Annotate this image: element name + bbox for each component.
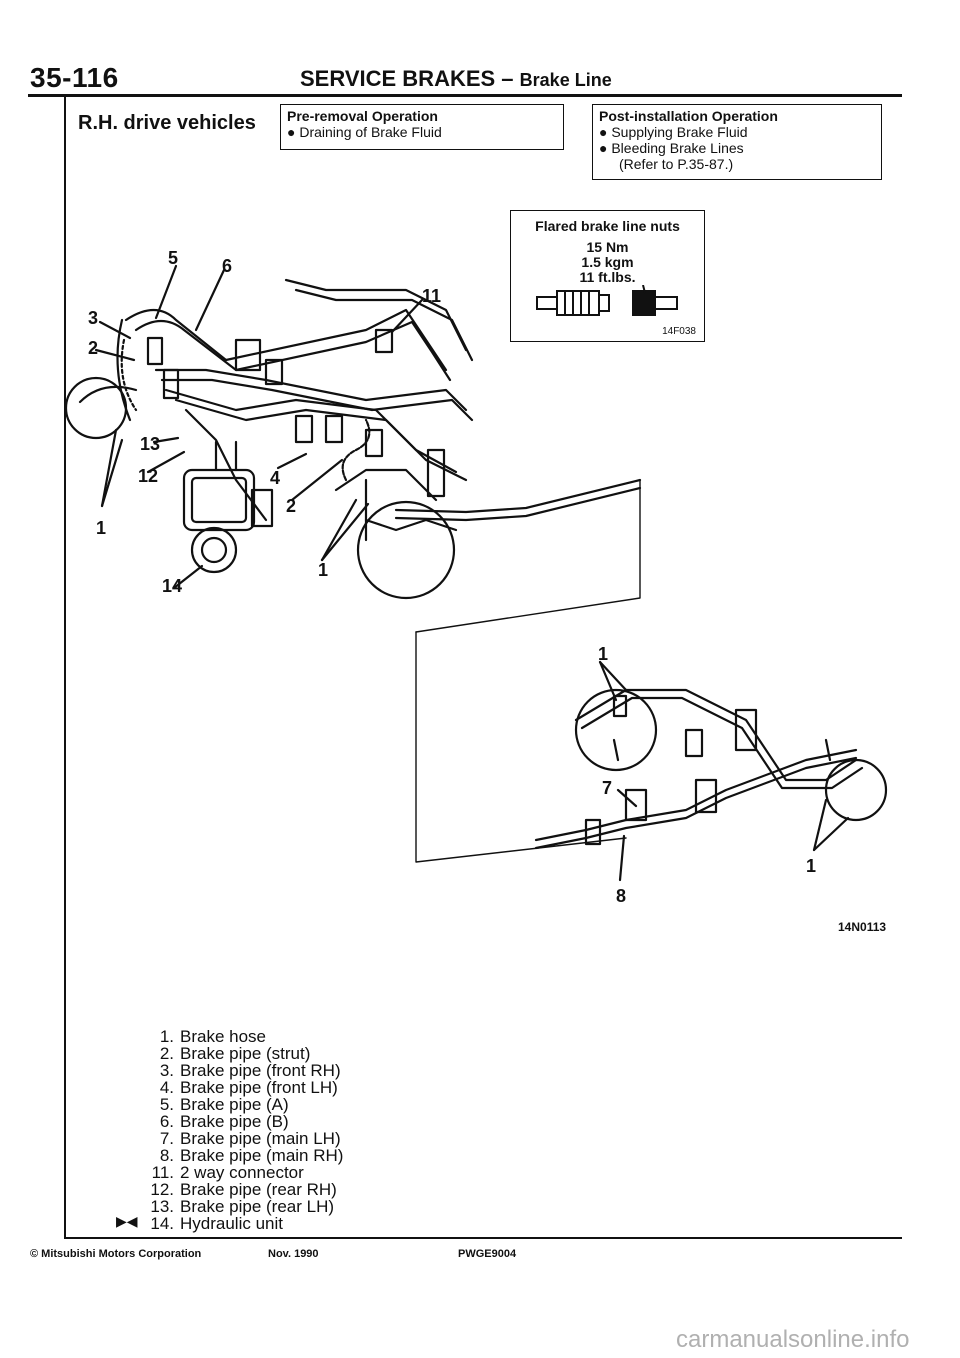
legend-item: 4. Brake pipe (front LH) <box>148 1079 343 1096</box>
page-number: 35-116 <box>30 62 119 93</box>
callout-2: 2 <box>286 496 296 516</box>
callout-12: 12 <box>138 466 158 486</box>
legend-item: 8. Brake pipe (main RH) <box>148 1146 344 1165</box>
bottom-rule <box>64 1237 902 1239</box>
legend-number: 12. <box>150 1180 174 1199</box>
legend-text: Brake hose <box>180 1027 266 1046</box>
footer-date: Nov. 1990 <box>268 1248 319 1260</box>
torque-spec-title: Flared brake line nuts <box>535 218 680 234</box>
footer-code: PWGE9004 <box>458 1248 517 1260</box>
callout-2: 2 <box>88 338 98 358</box>
section-title: SERVICE BRAKES – Brake Line <box>300 66 612 92</box>
watermark: carmanualsonline.info <box>676 1326 910 1353</box>
legend-item: 3. Brake pipe (front RH) <box>148 1062 343 1079</box>
legend-number: 6. <box>159 1112 174 1131</box>
post-installation-item: ● Supplying Brake Fluid <box>599 124 748 140</box>
legend-number: 7. <box>159 1129 174 1148</box>
section-title-main: SERVICE BRAKES – <box>300 66 514 91</box>
legend-text: Brake pipe (strut) <box>180 1044 311 1063</box>
post-installation-item: (Refer to P.35-87.) <box>619 156 734 172</box>
legend-text: Brake pipe (rear LH) <box>180 1197 335 1216</box>
torque-value-ftlbs: 11 ft.lbs. <box>579 269 636 285</box>
legend-item: 5. Brake pipe (A) <box>148 1096 343 1113</box>
legend-text: Hydraulic unit <box>180 1214 283 1233</box>
callout-5: 5 <box>168 248 178 268</box>
callout-1: 1 <box>96 518 106 538</box>
callout-8: 8 <box>616 886 626 906</box>
torque-value-kgm: 1.5 kgm <box>581 254 634 270</box>
parts-legend: 1. Brake hose 2. Brake pipe (strut) 3. Brak… <box>148 1028 343 1232</box>
left-rule <box>64 97 66 1239</box>
callout-7: 7 <box>602 778 612 798</box>
legend-item: 1. Brake hose <box>148 1028 343 1045</box>
legend-item: 11. 2 way connector <box>148 1164 343 1181</box>
legend-number: 5. <box>159 1095 174 1114</box>
callout-3: 3 <box>88 308 98 328</box>
callout-4: 4 <box>270 468 280 488</box>
callout-14: 14 <box>162 576 182 596</box>
legend-text: Brake pipe (main LH) <box>180 1129 341 1148</box>
flare-nut-illustration <box>535 284 678 316</box>
pre-removal-item: ● Draining of Brake Fluid <box>287 124 442 140</box>
legend-number: 4. <box>159 1078 174 1097</box>
legend-text: Brake pipe (front RH) <box>180 1061 341 1080</box>
post-installation-item: ● Bleeding Brake Lines <box>599 140 744 156</box>
legend-number: 2. <box>159 1044 174 1063</box>
legend-item: 7. Brake pipe (main LH) <box>148 1130 343 1147</box>
legend-item: 6. Brake pipe (B) <box>148 1113 343 1130</box>
legend-number: 3. <box>159 1061 174 1080</box>
legend-text: Brake pipe (rear RH) <box>180 1180 337 1199</box>
legend-item: 13. Brake pipe (rear LH) <box>148 1198 343 1215</box>
pre-removal-box: Pre-removal Operation ● Draining of Brak… <box>280 104 564 150</box>
top-rule <box>28 94 902 97</box>
callout-1: 1 <box>806 856 816 876</box>
pre-removal-title: Pre-removal Operation <box>287 108 438 124</box>
torque-spec-box: Flared brake line nuts 15 Nm 1.5 kgm 11 … <box>510 210 705 342</box>
legend-number: 13. <box>150 1197 174 1216</box>
legend-text: 2 way connector <box>180 1163 304 1182</box>
callout-6: 6 <box>222 256 232 276</box>
post-installation-box: Post-installation Operation ● Supplying … <box>592 104 882 180</box>
callout-1: 1 <box>598 644 608 664</box>
legend-text: Brake pipe (main RH) <box>180 1146 344 1165</box>
callout-1: 1 <box>318 560 328 580</box>
legend-item: 14. Hydraulic unit <box>148 1215 343 1232</box>
section-subtitle: Brake Line <box>519 70 612 90</box>
post-installation-title: Post-installation Operation <box>599 108 778 124</box>
variant-label: R.H. drive vehicles <box>78 112 256 134</box>
callout-13: 13 <box>140 434 160 454</box>
legend-text: Brake pipe (A) <box>180 1095 289 1114</box>
figure-code: 14N0113 <box>838 920 887 934</box>
callout-11: 11 <box>422 286 441 306</box>
legend-number: 14. <box>150 1214 174 1233</box>
legend-item: 12. Brake pipe (rear RH) <box>148 1181 343 1198</box>
legend-number: 11. <box>151 1163 174 1182</box>
removal-installation-marker-icon: ▶◀ <box>116 1213 138 1229</box>
footer-copyright: © Mitsubishi Motors Corporation <box>30 1248 202 1260</box>
legend-item: 2. Brake pipe (strut) <box>148 1045 343 1062</box>
legend-number: 1. <box>159 1027 174 1046</box>
legend-text: Brake pipe (front LH) <box>180 1078 338 1097</box>
brake-line-diagram: 5 6 3 2 11 13 12 1 4 2 1 14 1 7 1 8 <box>66 248 888 906</box>
torque-value-nm: 15 Nm <box>586 239 629 255</box>
legend-text: Brake pipe (B) <box>180 1112 289 1131</box>
legend-number: 8. <box>159 1146 174 1165</box>
torque-figure-code: 14F038 <box>662 326 696 337</box>
